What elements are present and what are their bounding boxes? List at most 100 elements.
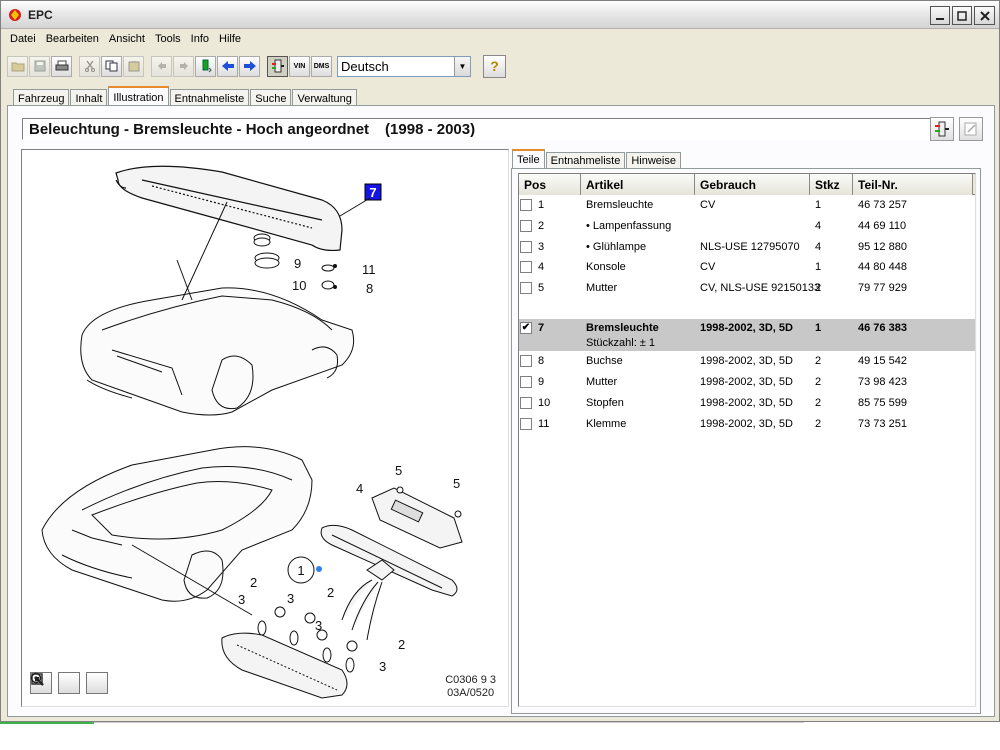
table-row-selected[interactable]: ✔7 Bremsleuchte Stückzahl: ± 1 1998-2002… <box>519 319 975 352</box>
table-row[interactable]: 1 Bremsleuchte CV 1 46 73 257 <box>519 195 975 216</box>
page-title: Beleuchtung - Bremsleuchte - Hoch angeor… <box>22 118 932 140</box>
green-marker-icon <box>202 59 212 73</box>
help-button[interactable]: ? <box>483 54 506 78</box>
table-row[interactable]: 10 Stopfen 1998-2002, 3D, 5D 2 85 75 599 <box>519 393 975 414</box>
edit-note-button[interactable] <box>959 117 983 141</box>
column-teil-nr[interactable]: Teil-Nr. <box>853 174 973 195</box>
table-row[interactable]: 2 • Lampenfassung 4 44 69 110 <box>519 216 975 237</box>
marker-button[interactable] <box>195 55 216 77</box>
copy-button[interactable] <box>101 55 122 77</box>
vin-button[interactable]: VIN <box>289 55 310 77</box>
maximize-button[interactable] <box>952 6 972 25</box>
cell-stkz: 1 <box>815 199 822 212</box>
tab-fahrzeug[interactable]: Fahrzeug <box>13 89 70 107</box>
table-row[interactable]: 3 • Glühlampe NLS-USE 12795070 4 95 12 8… <box>519 236 975 257</box>
forward-history-button[interactable] <box>173 55 194 77</box>
callout-3b: 3 <box>287 591 294 606</box>
cell-stkz: 2 <box>815 417 822 430</box>
column-gebrauch[interactable]: Gebrauch <box>695 174 810 195</box>
row-checkbox-checked[interactable]: ✔ <box>520 322 532 335</box>
minimize-button[interactable] <box>930 6 950 25</box>
printer-icon <box>55 60 68 71</box>
cell-teil-nr: 79 77 929 <box>858 282 907 295</box>
cell-gebrauch: NLS-USE 12795070 <box>700 240 800 253</box>
callout-5a: 5 <box>395 463 402 478</box>
row-checkbox[interactable] <box>520 282 532 295</box>
cell-teil-nr: 46 76 383 <box>858 322 907 335</box>
callout-9: 9 <box>294 256 301 271</box>
cell-artikel: Bremsleuchte <box>586 199 654 212</box>
row-checkbox[interactable] <box>520 376 532 389</box>
paste-button[interactable] <box>123 55 144 77</box>
open-button[interactable] <box>7 55 28 77</box>
fit-to-window-button[interactable] <box>31 672 108 694</box>
history-forward-icon <box>179 62 188 70</box>
column-artikel[interactable]: Artikel <box>581 174 695 195</box>
cell-gebrauch: 1998-2002, 3D, 5D <box>700 396 793 409</box>
row-checkbox[interactable] <box>520 240 532 253</box>
headline-years: (1998 - 2003) <box>385 120 476 138</box>
language-select[interactable]: Deutsch ▼ <box>337 55 471 77</box>
cell-artikel: Mutter <box>586 376 618 389</box>
cell-teil-nr: 44 80 448 <box>858 261 907 274</box>
cell-gebrauch: CV, NLS-USE 92150133 <box>700 282 821 295</box>
dms-button[interactable]: DMS <box>311 55 332 77</box>
menu-info[interactable]: Info <box>190 32 210 45</box>
zoom-out-button[interactable] <box>30 672 80 694</box>
callout-10: 10 <box>292 278 306 293</box>
row-checkbox[interactable] <box>520 396 532 409</box>
light-assembly-drawing <box>221 487 463 699</box>
cell-stkz: 1 <box>815 322 822 335</box>
table-row[interactable]: 4 Konsole CV 1 44 80 448 <box>519 257 975 278</box>
table-row[interactable]: 8 Buchse 1998-2002, 3D, 5D 2 49 15 542 <box>519 351 975 372</box>
tab-entnahmeliste[interactable]: Entnahmeliste <box>169 89 250 107</box>
tab-hinweise[interactable]: Hinweise <box>626 152 681 168</box>
row-checkbox[interactable] <box>520 220 532 233</box>
row-checkbox[interactable] <box>520 417 532 430</box>
add-to-list-button[interactable] <box>930 117 954 141</box>
tab-teile[interactable]: Teile <box>512 149 545 168</box>
tab-sub-entnahmeliste[interactable]: Entnahmeliste <box>545 152 626 168</box>
cell-pos: 5 <box>538 282 545 295</box>
parts-list-toggle-button[interactable] <box>267 55 288 77</box>
print-button[interactable] <box>51 55 72 77</box>
close-button[interactable] <box>974 6 995 25</box>
divider <box>94 722 804 723</box>
save-button[interactable] <box>29 55 50 77</box>
row-checkbox[interactable] <box>520 355 532 368</box>
row-checkbox[interactable] <box>520 261 532 274</box>
cut-button[interactable] <box>79 55 100 77</box>
cell-pos: 10 <box>538 396 551 409</box>
cell-artikel: Bremsleuchte <box>586 322 659 335</box>
menu-bearbeiten[interactable]: Bearbeiten <box>45 32 99 45</box>
tab-inhalt[interactable]: Inhalt <box>70 89 108 107</box>
menu-ansicht[interactable]: Ansicht <box>108 32 145 45</box>
column-pos[interactable]: Pos <box>519 174 581 195</box>
minimize-icon <box>936 17 944 20</box>
copy-icon <box>105 60 118 72</box>
tab-suche[interactable]: Suche <box>250 89 292 107</box>
menu-hilfe[interactable]: Hilfe <box>219 32 242 45</box>
cell-pos: 2 <box>538 220 545 233</box>
cell-pos: 3 <box>538 240 545 253</box>
column-stkz[interactable]: Stkz <box>810 174 853 195</box>
table-row[interactable]: 11 Klemme 1998-2002, 3D, 5D 2 73 73 251 <box>519 413 975 434</box>
back-history-button[interactable] <box>151 55 172 77</box>
chevron-down-icon[interactable]: ▼ <box>454 56 470 76</box>
table-row[interactable]: 9 Mutter 1998-2002, 3D, 5D 2 73 98 423 <box>519 372 975 393</box>
cell-gebrauch: 1998-2002, 3D, 5D <box>700 355 793 368</box>
table-row[interactable]: 5 Mutter CV, NLS-USE 92150133 2 79 77 92… <box>519 278 975 299</box>
row-checkbox[interactable] <box>520 199 532 212</box>
brake-light-drawing <box>115 165 343 252</box>
cell-artikel: • Lampenfassung <box>586 220 672 233</box>
tab-verwaltung[interactable]: Verwaltung <box>292 89 357 107</box>
callout-3c: 3 <box>315 618 322 633</box>
dms-label: DMS <box>313 62 330 70</box>
next-button[interactable] <box>239 55 260 77</box>
menu-tools[interactable]: Tools <box>154 32 181 45</box>
cell-stkz: 1 <box>815 261 822 274</box>
previous-button[interactable] <box>217 55 238 77</box>
tab-illustration[interactable]: Illustration <box>108 86 169 107</box>
menu-datei[interactable]: Datei <box>10 32 36 45</box>
edit-note-icon <box>964 122 977 136</box>
